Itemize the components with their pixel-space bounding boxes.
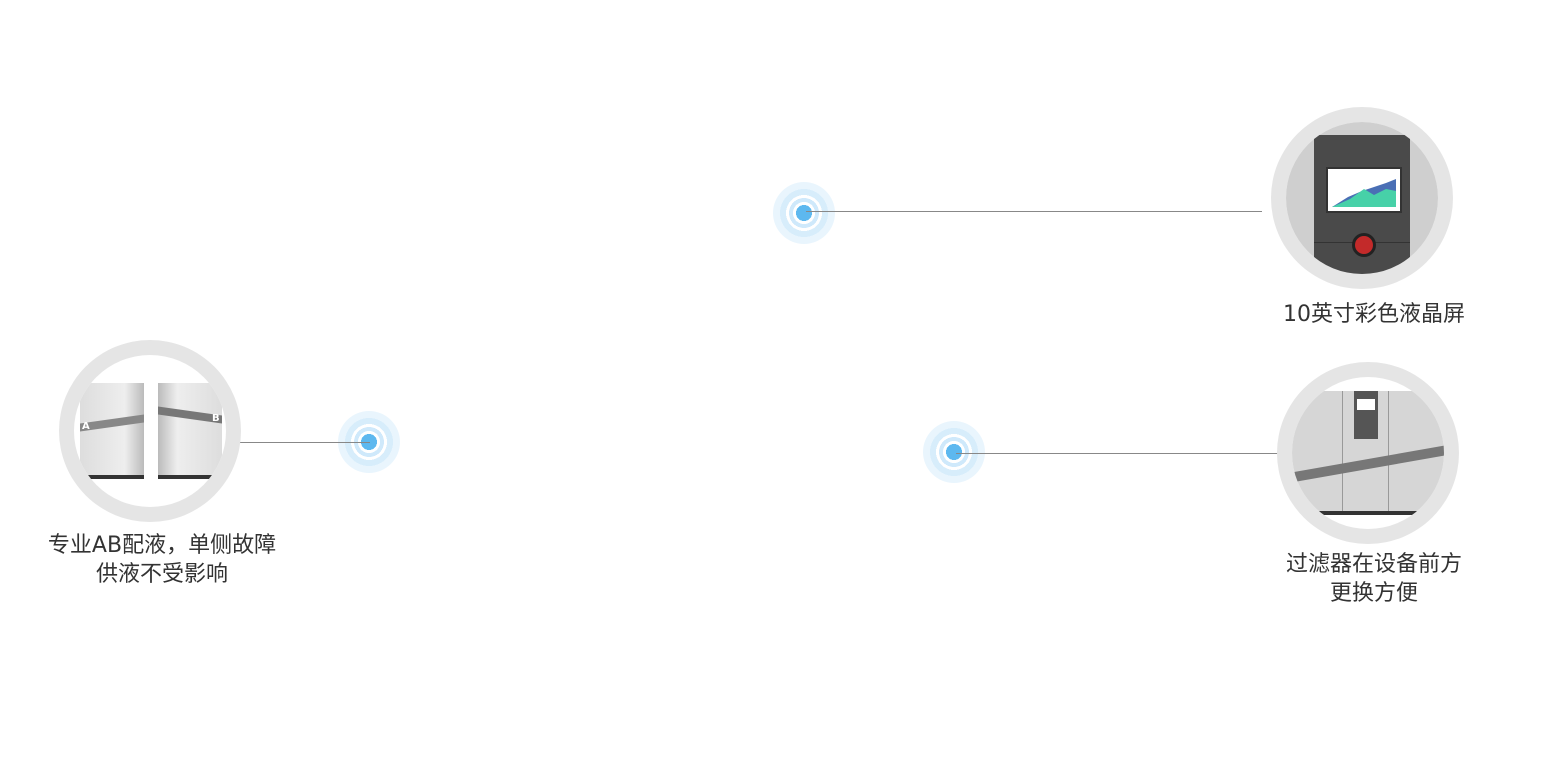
lcd-screen-image bbox=[1326, 167, 1402, 213]
label-line: 过滤器在设备前方 bbox=[1285, 552, 1462, 577]
label-line: 10英寸彩色液晶屏 bbox=[1283, 302, 1465, 327]
ab-image-circle: A B bbox=[59, 340, 241, 522]
hotspot-filter[interactable] bbox=[923, 421, 985, 483]
filter-image-circle bbox=[1277, 362, 1459, 544]
hotspot-screen[interactable] bbox=[773, 182, 835, 244]
screen-image-circle bbox=[1271, 107, 1453, 289]
cabinet-a-letter: A bbox=[82, 421, 90, 432]
cabinet-b: B bbox=[158, 383, 222, 479]
cabinet-b-letter: B bbox=[212, 413, 220, 424]
connector-line-screen bbox=[806, 211, 1262, 212]
control-panel bbox=[1314, 135, 1410, 274]
connector-line-ab bbox=[240, 442, 370, 443]
feature-label-filter: 过滤器在设备前方 更换方便 bbox=[1204, 550, 1544, 608]
feature-label-screen: 10英寸彩色液晶屏 bbox=[1204, 300, 1544, 329]
connector-line-filter bbox=[956, 453, 1278, 454]
label-line: 专业AB配液，单侧故障 bbox=[47, 533, 277, 558]
feature-label-ab: 专业AB配液，单侧故障 供液不受影响 bbox=[0, 531, 332, 589]
label-line: 更换方便 bbox=[1329, 581, 1418, 606]
emergency-stop-button bbox=[1352, 233, 1376, 257]
filter-control-panel bbox=[1354, 391, 1378, 439]
label-line: 供液不受影响 bbox=[95, 562, 228, 587]
cabinet-a: A bbox=[80, 383, 144, 479]
